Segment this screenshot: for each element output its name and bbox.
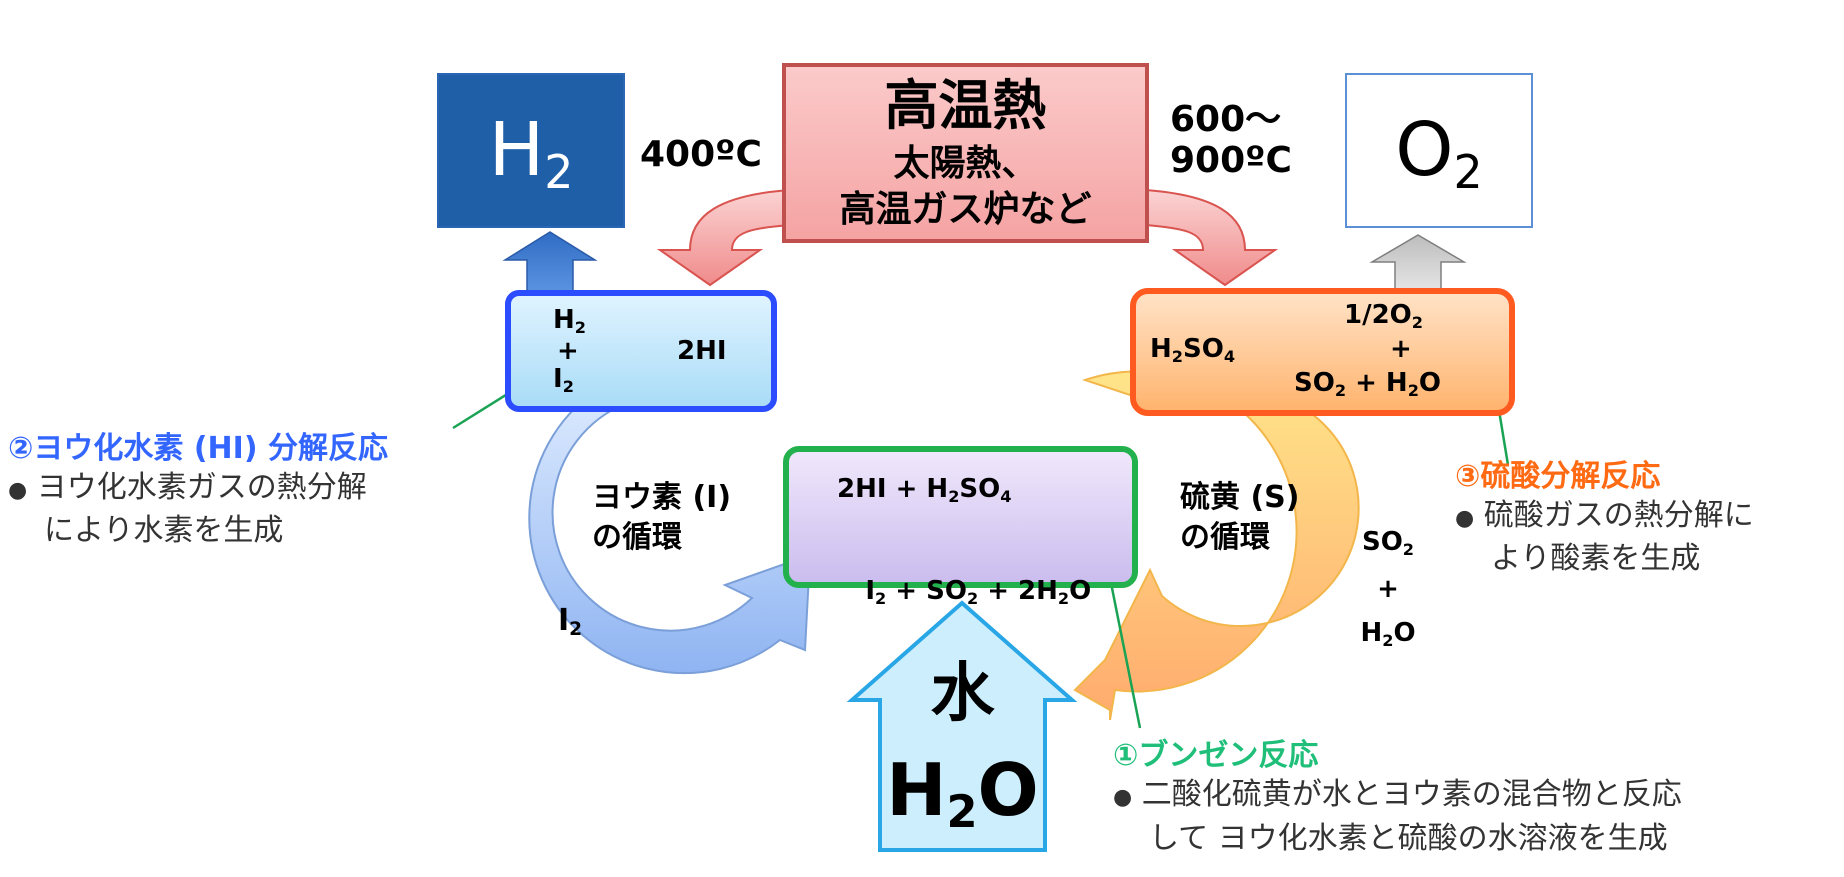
water-formula-a: H (886, 748, 947, 832)
annotation-sulfuric-title: ③硫酸分解反応 (1455, 459, 1661, 494)
heat-source-box: 高温熱 太陽熱、 高温ガス炉など (782, 63, 1149, 243)
sulfuric-product-a: 1/2O (1344, 300, 1412, 330)
water-arrow (846, 600, 1078, 852)
o2-product-box: O2 (1345, 73, 1533, 228)
sulfuric-product3-c: O (1418, 368, 1442, 398)
sulfuric-reactant-b-sub: 4 (1223, 346, 1236, 366)
bunsen-line2: I2 + SO2 + 2H2O (811, 546, 1091, 636)
sulfuric-product-a-sub: 2 (1411, 312, 1423, 332)
hi-reaction-box: H2 + I2 2HI (505, 290, 777, 412)
iodine-out-sub: 2 (569, 619, 583, 641)
bunsen-reaction-box: 2HI + H2SO4 I2 + SO2 + 2H2O (783, 446, 1138, 608)
sulfuric-product3-b: + H (1346, 368, 1408, 398)
bunsen-line2-b-sub: 2 (966, 588, 979, 608)
sulfuric-reactant: H2SO4 (1150, 334, 1236, 366)
sulfur-out: SO2 + H2O (1352, 520, 1424, 658)
sulfur-out2: + (1377, 574, 1399, 604)
bunsen-line1: 2HI + H2SO4 (837, 474, 1012, 506)
sulfur-cycle-label: 硫黄 (S) の循環 (1180, 478, 1299, 558)
annotation-bunsen-bullet: ● (1113, 785, 1133, 810)
bunsen-line1-b-sub: 4 (1000, 486, 1012, 506)
sulfuric-reactant-b: SO (1182, 334, 1224, 364)
bunsen-line2-d: O (1069, 576, 1092, 606)
sulfuric-product-plus: + (1390, 334, 1412, 364)
sulfur-out3-a-sub: 2 (1382, 630, 1394, 650)
iodine-cycle-line1: ヨウ素 (I) (592, 480, 732, 515)
sulfur-out1-sub: 2 (1402, 539, 1415, 559)
annotation-hi-line2: により水素を生成 (44, 513, 284, 548)
sulfur-out1-main: SO (1361, 527, 1403, 557)
o2-product-main: O (1395, 107, 1454, 193)
annotation-bunsen-line1: 二酸化硫黄が水とヨウ素の混合物と反応 (1141, 777, 1682, 812)
annotation-sulfuric-bullet: ● (1455, 506, 1475, 531)
annotation-sulfuric-line1: 硫酸ガスの熱分解に (1483, 498, 1754, 533)
sulfuric-product3-a: SO (1294, 368, 1335, 398)
annotation-bunsen-line2: して ヨウ化水素と硫酸の水溶液を生成 (1149, 821, 1668, 856)
iodine-out-main: I (558, 603, 570, 638)
water-formula: H2O (870, 748, 1055, 838)
annotation-hi-bullet: ● (8, 478, 28, 503)
hi-h2-sub: 2 (574, 317, 586, 337)
h2-product-main: H (488, 107, 545, 193)
sulfuric-reactant-a-sub: 2 (1171, 346, 1183, 366)
water-formula-b: O (977, 748, 1039, 832)
annotation-hi-title: ②ヨウ化水素 (HI) 分解反応 (8, 431, 388, 466)
sulfur-cycle-line2: の循環 (1180, 520, 1270, 555)
annotation-hi-line1: ヨウ化水素ガスの熱分解 (36, 470, 367, 505)
h2-product-box: H2 (437, 73, 625, 228)
iodine-out: I2 (558, 603, 583, 641)
hi-h2-main: H (553, 305, 575, 335)
bunsen-line1-a: 2HI + H (837, 474, 949, 504)
bunsen-line2-b: + SO (886, 576, 967, 606)
bunsen-line2-c-sub: 2 (1057, 588, 1070, 608)
bunsen-line2-a: I (865, 576, 875, 606)
bunsen-line2-a-sub: 2 (875, 588, 887, 608)
annotation-sulfuric: ③硫酸分解反応 ● 硫酸ガスの熱分解に より酸素を生成 (1455, 458, 1754, 579)
sulfuric-reaction-box: H2SO4 1/2O2 + SO2 + H2O (1130, 288, 1515, 416)
temp-right-line1: 600～ (1170, 99, 1282, 140)
sulfur-cycle-ring (1073, 370, 1360, 721)
sulfuric-product3-b-sub: 2 (1407, 380, 1419, 400)
heat-title: 高温熱 (884, 74, 1047, 137)
sulfuric-reactant-a: H (1150, 334, 1172, 364)
temp-left: 400ºC (640, 134, 762, 175)
hi-reactant: 2HI (677, 336, 727, 366)
heat-line2: 高温ガス炉など (839, 189, 1092, 230)
h2-up-arrow (502, 231, 598, 293)
annotation-bunsen-title: ①ブンゼン反応 (1113, 738, 1319, 773)
iodine-cycle-label: ヨウ素 (I) の循環 (592, 478, 731, 558)
hi-plus: + (557, 336, 579, 366)
iodine-cycle-line2: の循環 (592, 520, 682, 555)
temp-right-line2: 900ºC (1170, 140, 1292, 181)
hi-i2-main: I (553, 364, 563, 394)
bunsen-line1-b: SO (959, 474, 1001, 504)
annotation-sulfuric-line2: より酸素を生成 (1491, 541, 1701, 576)
annotation-hi: ②ヨウ化水素 (HI) 分解反応 ● ヨウ化水素ガスの熱分解 により水素を生成 (8, 430, 388, 551)
hi-i2-sub: 2 (562, 376, 574, 396)
sulfur-out3-b: O (1393, 618, 1416, 648)
iodine-cycle-ring (528, 363, 812, 675)
sulfur-out3-a: H (1360, 618, 1383, 648)
water-kanji: 水 (930, 657, 995, 731)
o2-up-arrow (1369, 234, 1467, 293)
sulfur-cycle-line1: 硫黄 (S) (1180, 480, 1300, 515)
bunsen-line1-a-sub: 2 (948, 486, 960, 506)
heat-arrow-right (1144, 188, 1279, 287)
sulfuric-product-line3: SO2 + H2O (1294, 368, 1442, 400)
sulfuric-product-line1: 1/2O2 (1344, 300, 1423, 332)
h2-product-sub: 2 (544, 144, 574, 199)
annotation-bunsen: ①ブンゼン反応 ● 二酸化硫黄が水とヨウ素の混合物と反応 して ヨウ化水素と硫酸… (1113, 738, 1682, 859)
water-formula-a-sub: 2 (946, 786, 978, 839)
heat-arrow-left (656, 188, 791, 287)
bunsen-line2-c: + 2H (987, 576, 1058, 606)
leader-bunsen (1106, 567, 1142, 729)
sulfuric-product3-a-sub: 2 (1334, 380, 1347, 400)
o2-product-sub: 2 (1453, 144, 1483, 199)
heat-line1: 太陽熱、 (893, 143, 1038, 184)
